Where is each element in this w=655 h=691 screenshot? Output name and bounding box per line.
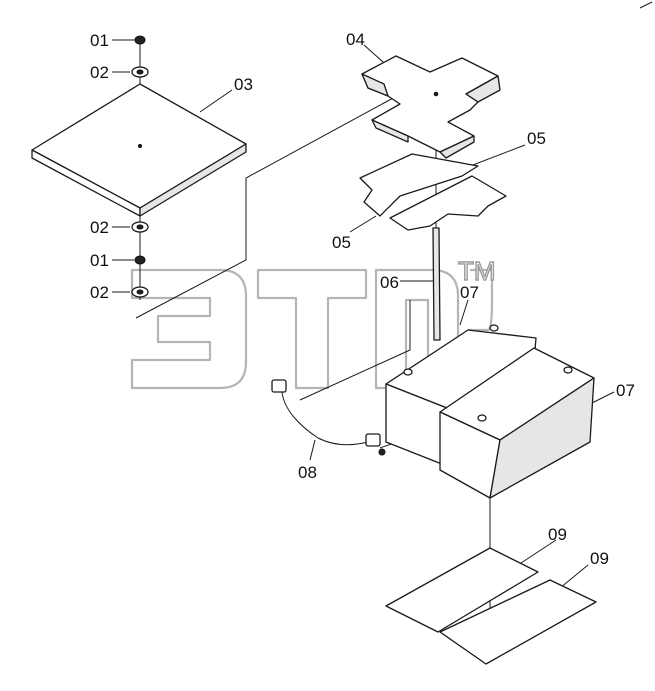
callout-08: 08 <box>298 463 317 482</box>
callout-01-bottom: 01 <box>90 251 109 270</box>
watermark-trademark: TM <box>458 256 496 286</box>
washer-top <box>131 66 149 78</box>
callout-02-mid: 02 <box>90 218 109 237</box>
pad-left <box>385 547 539 633</box>
shim-right <box>389 175 507 231</box>
battery-front <box>439 347 595 499</box>
callout-07-right: 07 <box>616 381 635 400</box>
callout-labels: 01 02 03 02 01 02 04 05 05 06 07 07 08 0… <box>90 30 635 568</box>
cover-plate <box>31 83 247 217</box>
callout-09-right: 09 <box>590 549 609 568</box>
callout-02-bottom: 02 <box>90 283 109 302</box>
callout-05-left: 05 <box>332 233 351 252</box>
callout-01-top: 01 <box>90 31 109 50</box>
callout-07-top: 07 <box>460 283 479 302</box>
callout-06: 06 <box>380 273 399 292</box>
nut-top <box>134 35 146 45</box>
shim-left <box>359 153 479 217</box>
corner-mark <box>639 1 653 9</box>
tie-rod <box>432 227 441 341</box>
callout-03: 03 <box>234 75 253 94</box>
nut-bottom <box>134 255 146 265</box>
pad-right <box>439 579 597 665</box>
callout-02-top: 02 <box>90 63 109 82</box>
callout-05-right: 05 <box>527 129 546 148</box>
callout-09-left: 09 <box>548 525 567 544</box>
jumper-cable <box>271 379 386 456</box>
washer-bottom <box>131 286 149 298</box>
washer-mid <box>131 221 149 233</box>
callout-04: 04 <box>346 30 365 49</box>
hold-down-bracket <box>361 55 501 159</box>
